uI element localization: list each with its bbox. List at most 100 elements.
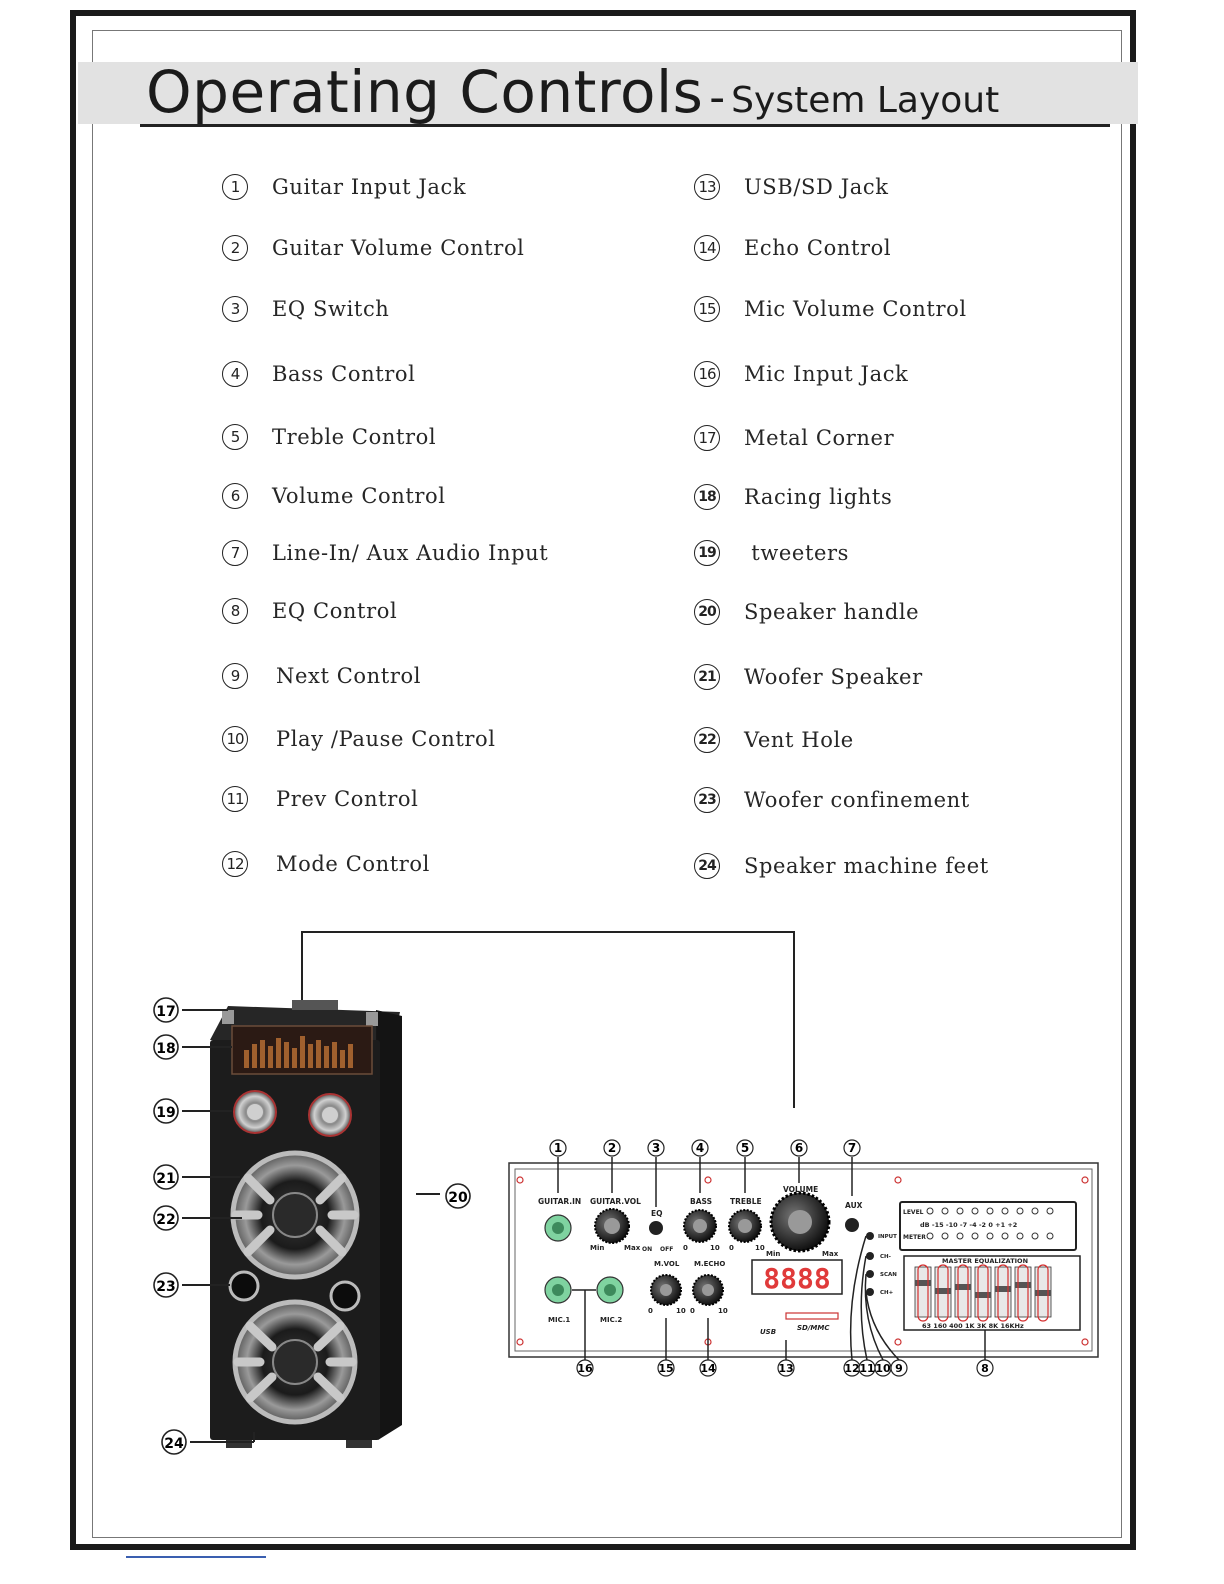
item-label: tweeters bbox=[744, 541, 850, 565]
item-number: 5 bbox=[222, 424, 248, 450]
connector-line bbox=[301, 931, 795, 1108]
volume-label: VOLUME bbox=[783, 1185, 818, 1194]
led-display bbox=[751, 1259, 843, 1295]
speaker-foot bbox=[226, 1440, 252, 1448]
panel-callout-3: 3 bbox=[652, 1141, 660, 1155]
callout-22: 22 bbox=[156, 1212, 175, 1228]
item-label: Racing lights bbox=[744, 485, 893, 509]
eq-frequencies: 63 160 400 1K 3K 8K 16KHz bbox=[922, 1322, 1024, 1330]
panel-callout-7: 7 bbox=[848, 1141, 856, 1155]
footer-link-underline bbox=[126, 1556, 266, 1558]
panel-callout-5: 5 bbox=[741, 1141, 749, 1155]
volume-min: Min bbox=[766, 1250, 780, 1258]
item-label: Vent Hole bbox=[744, 728, 854, 752]
item-label: Guitar Input Jack bbox=[272, 175, 467, 199]
panel-callout-11: 11 bbox=[859, 1362, 874, 1375]
panel-callout-12: 12 bbox=[844, 1362, 859, 1375]
db-scale: dB -15 -10 -7 -4 -2 0 +1 +2 bbox=[920, 1221, 1017, 1229]
panel-callout-10: 10 bbox=[875, 1362, 891, 1375]
callout-18: 18 bbox=[156, 1041, 175, 1057]
master-eq-label: MASTER EQUALIZATION bbox=[942, 1257, 1028, 1265]
panel-callout-4: 4 bbox=[696, 1141, 704, 1155]
aux-input-jack bbox=[845, 1218, 859, 1232]
callout-24: 24 bbox=[164, 1436, 184, 1452]
mecho-label: M.ECHO bbox=[694, 1260, 725, 1268]
item-number: 19 bbox=[694, 540, 720, 566]
bass-label: BASS bbox=[690, 1197, 712, 1206]
item-number: 6 bbox=[222, 483, 248, 509]
callout-19: 19 bbox=[156, 1105, 175, 1121]
list-item: 19 tweeters bbox=[694, 540, 849, 566]
mecho-min: 0 bbox=[690, 1307, 695, 1315]
callout-21: 21 bbox=[156, 1171, 175, 1187]
list-item: 18 Racing lights bbox=[694, 484, 892, 510]
item-number: 16 bbox=[694, 361, 720, 387]
title-sub: System Layout bbox=[731, 80, 1000, 121]
page-outer-border bbox=[70, 10, 1136, 1550]
item-label: Line-In/ Aux Audio Input bbox=[272, 541, 549, 565]
meter-label: METER bbox=[903, 1234, 926, 1241]
title-underline bbox=[140, 124, 1110, 127]
racing-lights-bars bbox=[244, 1036, 353, 1068]
prev-button bbox=[866, 1252, 874, 1260]
treble-min: 0 bbox=[729, 1244, 734, 1252]
item-number: 8 bbox=[222, 598, 248, 624]
speaker-cabinet bbox=[210, 1000, 402, 1448]
panel-callout-15: 15 bbox=[658, 1362, 673, 1375]
item-label: Mode Control bbox=[276, 852, 430, 876]
item-label: Mic Volume Control bbox=[744, 297, 967, 321]
item-number: 18 bbox=[694, 484, 720, 510]
bass-min: 0 bbox=[683, 1244, 688, 1252]
guitar-vol-label: GUITAR.VOL bbox=[590, 1197, 641, 1206]
item-label: USB/SD Jack bbox=[744, 175, 889, 199]
item-number: 23 bbox=[694, 787, 720, 813]
input-button bbox=[866, 1232, 874, 1240]
item-number: 9 bbox=[222, 663, 248, 689]
item-number: 22 bbox=[694, 727, 720, 753]
page-title: Operating Controls-System Layout bbox=[146, 58, 999, 126]
item-number: 1 bbox=[222, 174, 248, 200]
item-number: 4 bbox=[222, 361, 248, 387]
item-label: Guitar Volume Control bbox=[272, 236, 525, 260]
mic1-label: MIC.1 bbox=[548, 1316, 570, 1324]
item-number: 21 bbox=[694, 664, 720, 690]
mvol-min: 0 bbox=[648, 1307, 653, 1315]
item-label: Speaker handle bbox=[744, 600, 920, 624]
item-number: 15 bbox=[694, 296, 720, 322]
mvol-max: 10 bbox=[676, 1307, 686, 1315]
item-number: 13 bbox=[694, 174, 720, 200]
eq-on-label: ON bbox=[642, 1246, 652, 1253]
speaker-handle bbox=[292, 1000, 338, 1010]
guitar-vol-min: Min bbox=[590, 1244, 604, 1252]
item-label: Woofer Speaker bbox=[744, 665, 923, 689]
panel-callout-16: 16 bbox=[577, 1362, 593, 1375]
item-number: 17 bbox=[694, 425, 720, 451]
ch-plus-label: CH+ bbox=[880, 1290, 894, 1296]
control-panel: 1 2 3 4 5 6 7 GUITAR.IN GUITAR.VOL EQ BA… bbox=[508, 1139, 1099, 1377]
item-number: 20 bbox=[694, 599, 720, 625]
list-item: 20 Speaker handle bbox=[694, 599, 919, 625]
item-label: Mic Input Jack bbox=[744, 362, 909, 386]
item-label: Next Control bbox=[276, 664, 422, 688]
panel-callout-14: 14 bbox=[700, 1362, 716, 1375]
speaker-callouts: 17 18 19 21 22 23 24 20 bbox=[153, 997, 471, 1455]
guitar-in-label: GUITAR.IN bbox=[538, 1197, 581, 1206]
panel-callout-8: 8 bbox=[981, 1362, 989, 1375]
callout-17: 17 bbox=[156, 1004, 175, 1020]
sd-slot bbox=[785, 1312, 839, 1320]
eq-off-label: OFF bbox=[660, 1246, 673, 1253]
vent-hole-right bbox=[329, 1280, 361, 1312]
list-item: 23 Woofer confinement bbox=[694, 787, 970, 813]
vent-hole-left bbox=[228, 1270, 260, 1302]
item-label: Woofer confinement bbox=[744, 788, 970, 812]
